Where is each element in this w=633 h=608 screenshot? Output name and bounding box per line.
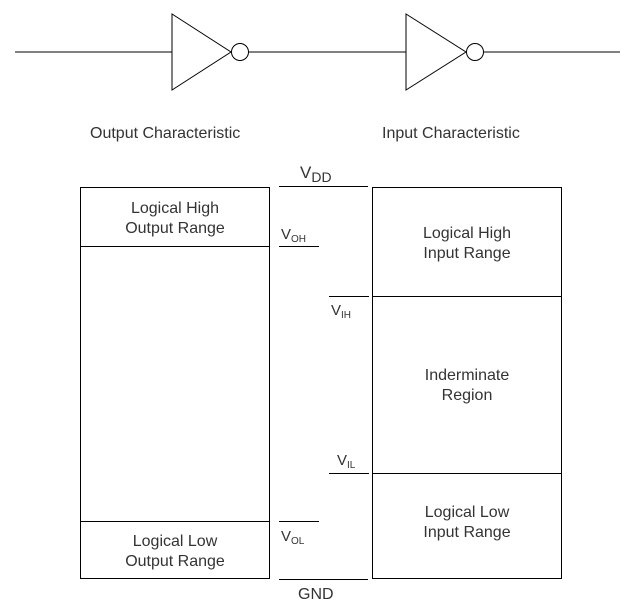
input-high-range-text: Logical High Input Range bbox=[422, 225, 512, 262]
inverter-1-bubble bbox=[231, 43, 249, 61]
output-high-range-text: Logical High Output Range bbox=[125, 200, 225, 237]
vil-label: VIL bbox=[337, 452, 356, 471]
input-characteristic-header: Input Characteristic bbox=[382, 125, 520, 142]
inverter-2-triangle bbox=[405, 13, 467, 91]
inverter-2-bubble bbox=[466, 43, 484, 61]
voh-label: VOH bbox=[281, 226, 307, 245]
voh-tick bbox=[279, 246, 319, 247]
input-low-range-text: Logical Low Input Range bbox=[423, 504, 511, 541]
vil-divider bbox=[372, 473, 562, 474]
inverter-1-triangle bbox=[171, 13, 232, 91]
output-low-range-text: Logical Low Output Range bbox=[125, 533, 225, 570]
output-characteristic-header: Output Characteristic bbox=[90, 125, 241, 142]
vil-tick bbox=[329, 473, 369, 474]
output-column-box bbox=[80, 187, 270, 579]
input-column-box bbox=[372, 187, 562, 579]
indeterminate-region-text: Inderminate Region bbox=[424, 367, 510, 404]
vol-overline bbox=[279, 521, 319, 522]
gnd-rail bbox=[279, 579, 368, 580]
vdd-label: VDD bbox=[300, 163, 332, 185]
vih-overline bbox=[329, 296, 369, 297]
vdd-rail bbox=[279, 186, 368, 187]
gnd-label: GND bbox=[298, 586, 334, 603]
vih-label: VIH bbox=[331, 302, 352, 321]
vih-divider bbox=[372, 296, 562, 297]
voh-divider bbox=[80, 246, 270, 247]
vol-label: VOL bbox=[281, 528, 305, 547]
vol-divider bbox=[80, 521, 270, 522]
inverter-chain bbox=[15, 13, 620, 91]
